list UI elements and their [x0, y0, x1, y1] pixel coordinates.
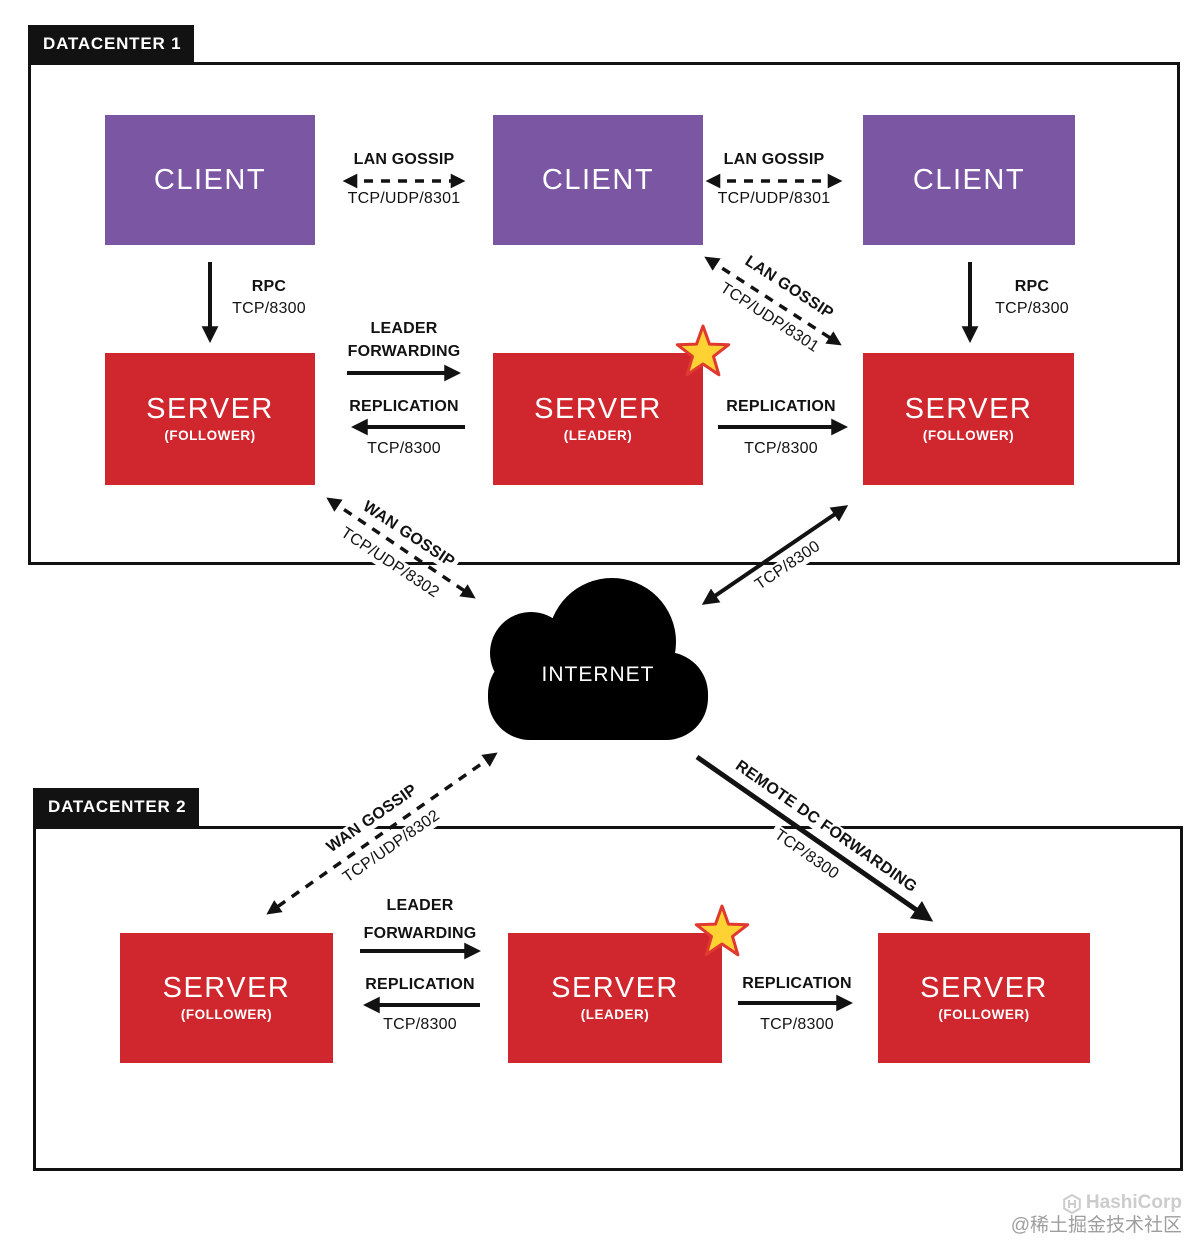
watermark-brand-text: HashiCorp	[1085, 1192, 1182, 1214]
lan-gossip-2-label: LAN GOSSIP	[723, 151, 825, 168]
dc1-client-2-title: CLIENT	[541, 163, 655, 196]
rpc-left-label: RPC	[251, 278, 287, 295]
dc1-server-follower-right: SERVER (FOLLOWER)	[863, 353, 1074, 485]
dc1-server-leader-subtitle: (LEADER)	[563, 428, 633, 444]
hashicorp-logo-icon	[1063, 1193, 1081, 1214]
replication-dc1-left-label: REPLICATION	[349, 398, 459, 415]
watermark-brand-row: HashiCorp	[1062, 1192, 1182, 1215]
lan-gossip-2-port: TCP/UDP/8301	[717, 190, 831, 207]
leader-forwarding-dc1-line2: FORWARDING	[347, 343, 461, 360]
leader-forwarding-dc2-line2: FORWARDING	[363, 925, 477, 942]
datacenter2-frame	[33, 826, 1183, 1171]
dc1-client-1-title: CLIENT	[153, 163, 267, 196]
dc1-client-3: CLIENT	[863, 115, 1075, 245]
dc1-server-follower-left-title: SERVER	[146, 393, 274, 426]
rpc-right-label: RPC	[1014, 278, 1050, 295]
dc2-server-follower-right-subtitle: (FOLLOWER)	[938, 1007, 1030, 1023]
dc2-server-leader-subtitle: (LEADER)	[580, 1007, 650, 1023]
dc1-server-leader-title: SERVER	[534, 393, 662, 426]
datacenter1-tab: DATACENTER 1	[28, 25, 194, 63]
replication-dc1-right-port: TCP/8300	[744, 440, 818, 457]
dc2-server-follower-right-title: SERVER	[920, 972, 1048, 1005]
dc2-server-follower-left: SERVER (FOLLOWER)	[120, 933, 333, 1063]
dc2-server-leader-title: SERVER	[551, 972, 679, 1005]
dc1-server-leader: SERVER (LEADER)	[493, 353, 703, 485]
internet-label: INTERNET	[541, 663, 655, 686]
internet-cloud-icon	[488, 578, 708, 740]
datacenter2-tab: DATACENTER 2	[33, 788, 199, 826]
dc1-server-follower-left-subtitle: (FOLLOWER)	[164, 428, 256, 444]
watermark: HashiCorp @稀土掘金技术社区	[1011, 1192, 1182, 1238]
dc1-client-2: CLIENT	[493, 115, 703, 245]
rpc-left-port: TCP/8300	[232, 300, 306, 317]
dc1-server-follower-left: SERVER (FOLLOWER)	[105, 353, 315, 485]
replication-dc2-right-port: TCP/8300	[760, 1016, 834, 1033]
lan-gossip-1-port: TCP/UDP/8301	[347, 190, 461, 207]
dc1-client-3-title: CLIENT	[912, 163, 1026, 196]
dc2-server-follower-left-subtitle: (FOLLOWER)	[180, 1007, 273, 1023]
watermark-community-text: @稀土掘金技术社区	[1010, 1215, 1182, 1237]
replication-dc2-left-label: REPLICATION	[365, 976, 475, 993]
datacenter1-frame	[28, 62, 1180, 565]
dc1-server-follower-right-subtitle: (FOLLOWER)	[922, 428, 1015, 444]
replication-dc2-left-port: TCP/8300	[383, 1016, 457, 1033]
leader-forwarding-dc1-line1: LEADER	[370, 320, 438, 337]
replication-dc1-right-label: REPLICATION	[726, 398, 836, 415]
lan-gossip-1-label: LAN GOSSIP	[353, 151, 455, 168]
dc1-server-follower-right-title: SERVER	[904, 393, 1033, 426]
dc1-client-1: CLIENT	[105, 115, 315, 245]
rpc-right-port: TCP/8300	[995, 300, 1069, 317]
replication-dc1-left-port: TCP/8300	[367, 440, 441, 457]
dc2-server-follower-left-title: SERVER	[162, 972, 291, 1005]
dc2-server-leader: SERVER (LEADER)	[508, 933, 722, 1063]
dc2-server-follower-right: SERVER (FOLLOWER)	[878, 933, 1090, 1063]
leader-forwarding-dc2-line1: LEADER	[386, 897, 454, 914]
replication-dc2-right-label: REPLICATION	[742, 975, 852, 992]
